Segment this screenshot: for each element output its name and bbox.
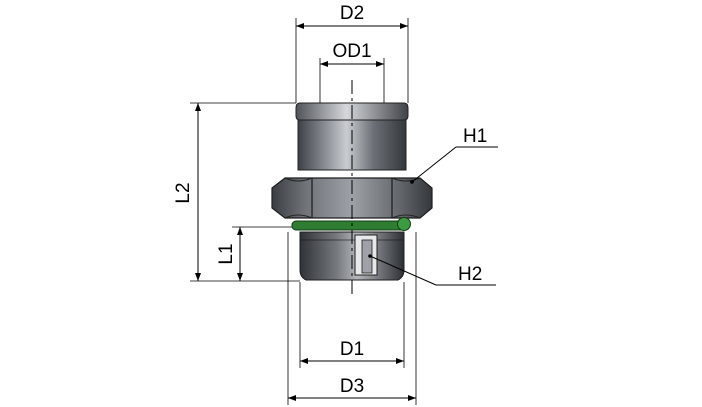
dimension-l1: L1	[216, 226, 292, 281]
seal-ring-section	[397, 217, 411, 231]
label-od1: OD1	[332, 41, 371, 62]
seal-ring	[291, 220, 407, 231]
label-d1: D1	[340, 339, 364, 360]
dimension-d1: D1	[299, 282, 405, 368]
upper-body	[297, 119, 407, 171]
label-h1: H1	[463, 126, 487, 147]
dimension-d3: D3	[287, 232, 417, 405]
dimension-od1: OD1	[319, 41, 385, 103]
label-d3: D3	[340, 376, 364, 397]
leader-h2: H2	[368, 254, 496, 286]
label-d2: D2	[340, 3, 364, 24]
label-h2: H2	[458, 264, 482, 285]
label-l2: L2	[173, 182, 194, 203]
dimension-d2: D2	[295, 3, 409, 103]
leader-h1: H1	[410, 126, 498, 184]
dimension-l2: L2	[173, 102, 300, 282]
label-l1: L1	[216, 243, 237, 264]
